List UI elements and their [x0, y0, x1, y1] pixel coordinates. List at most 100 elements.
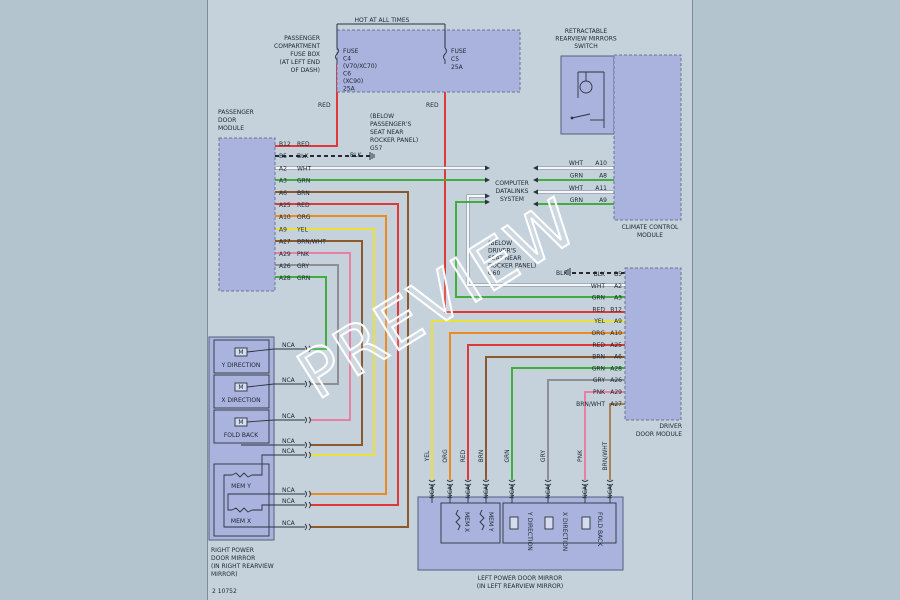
pdm-wire-color-label: BRN/WHT: [297, 239, 326, 246]
pdm-pin-label: A29: [279, 251, 291, 258]
datalink-arrow-icon: [485, 199, 490, 205]
left-nca-label: NCA: [483, 485, 490, 499]
pdm-pin-label: A6: [279, 190, 287, 197]
right-power-mirror-label-line: MIRROR): [211, 571, 238, 578]
connector-icon: [304, 451, 311, 459]
computer-datalinks-label-line: SYSTEM: [500, 196, 524, 203]
pdm-pin-label: A28: [279, 275, 291, 282]
ddm-wire-color-label: GRY: [593, 377, 605, 384]
ddm-pin-label: A2: [614, 283, 622, 290]
wire-red-pdm-a25: [275, 203, 399, 506]
connector-icon: [304, 501, 311, 509]
fuse-box: [336, 29, 521, 93]
wire-brnwht-ddm-a27: [609, 403, 625, 480]
left-nca-label: NCA: [509, 485, 516, 499]
ddm-wire-color-label: GRN: [592, 365, 605, 372]
y-direction-motor-icon-glyph: M: [238, 349, 243, 356]
ground-g60-label-line: G60: [488, 270, 500, 277]
connector-icon: [464, 479, 472, 486]
fuse-c5-icon: [443, 47, 447, 64]
wire-grn-ddm-a3: [455, 201, 625, 298]
left-wire-color-label: YEL: [424, 450, 431, 462]
passenger-door-module-label-line: PASSENGER: [218, 109, 254, 116]
datalink-arrow-icon: [485, 165, 490, 171]
climate-control-module-label-line: MODULE: [637, 232, 663, 239]
climate-control-module: [613, 54, 682, 221]
pdm-pin-label: B5: [279, 153, 287, 160]
ground-g60-label-line: SEAT NEAR: [488, 255, 521, 262]
ccm-wire-color-label: WHT: [569, 185, 583, 192]
pdm-pin-label: B12: [279, 141, 291, 148]
right-nca-label: NCA: [282, 448, 296, 455]
right-nca-label: NCA: [282, 498, 296, 505]
wire-gry-ddm-a26: [547, 379, 625, 480]
fuse-box-label-line: FUSE BOX: [290, 51, 320, 58]
fuse-box-label-line: PASSENGER: [284, 35, 320, 42]
wire-yel-pdm-a9: [275, 228, 375, 456]
ground-g57-icon: [369, 152, 375, 160]
mem-y-resistor-icon: [479, 509, 485, 531]
ddm-wire-color-label: BLK: [594, 271, 606, 278]
wire-pnk-pdm-a29: [275, 252, 351, 421]
wire-grn-ddm-a28: [511, 367, 625, 480]
wire-wht-ddm-a2: [467, 195, 625, 286]
pdm-wire-color-label: RED: [297, 202, 310, 209]
ground-g60-icon: [565, 268, 571, 276]
connector-icon: [304, 441, 311, 449]
connector-icon: [428, 479, 436, 486]
right-nca-label: NCA: [282, 520, 296, 527]
connector-icon: [482, 479, 490, 486]
datalink-arrow-icon: [533, 177, 538, 183]
fuse-c4-label-line: C6: [343, 71, 351, 78]
passenger-door-module-label-line: DOOR: [218, 117, 236, 124]
fuse-c4-icon: [335, 47, 339, 64]
connector-icon: [606, 479, 614, 486]
pdm-pin-label: A26: [279, 263, 291, 270]
ddm-pin-label: B5: [614, 271, 622, 278]
pdm-pin-label: A9: [279, 226, 287, 233]
connector-icon: [304, 490, 311, 498]
ground-g60-label-line: DRIVER'S: [488, 248, 516, 255]
computer-datalinks-label-line: COMPUTER: [495, 180, 529, 187]
datalink-arrow-icon: [485, 177, 490, 183]
ground-g57-label-line: ROCKER PANEL): [370, 137, 418, 144]
wire-label-blk-g57: BLK: [350, 152, 362, 159]
fuse-box-label-line: OF DASH): [291, 67, 320, 74]
wire-brn-ddm-a6: [485, 356, 625, 480]
ground-g60-label-line: (BELOW: [488, 240, 512, 247]
retract-switch-label-line: SWITCH: [574, 43, 598, 50]
fuse-c4-label-line: (V70/XC70): [343, 63, 377, 70]
mem-y-resistor-icon: [231, 472, 253, 478]
ccm-wire-color-label: GRN: [570, 172, 583, 179]
wire-pnk-ddm-a29: [584, 391, 625, 480]
ddm-pin-label: A27: [610, 401, 622, 408]
mem-y-label: MEM Y: [231, 483, 251, 490]
ccm-pin-label: A11: [595, 185, 607, 192]
ddm-pin-label: A25: [610, 342, 622, 349]
ddm-wire-color-label: RED: [592, 342, 605, 349]
ddm-wire-color-label: GRN: [592, 295, 605, 302]
ddm-wire-color-label: ORG: [591, 330, 605, 337]
connector-icon: [304, 416, 311, 424]
mem-x-resistor-icon: [455, 509, 461, 531]
ddm-wire-color-label: PNK: [593, 389, 606, 396]
ddm-pin-label: A26: [610, 377, 622, 384]
retract-switch: [560, 55, 615, 135]
connector-icon: [304, 345, 311, 353]
ddm-wire-color-label: RED: [592, 306, 605, 313]
pdm-pin-label: A3: [279, 178, 287, 185]
ccm-pin-label: A10: [595, 160, 607, 167]
ground-g57-label-line: G57: [370, 145, 382, 152]
left-motor-icon: [544, 516, 554, 530]
wire-red-ddm-a25: [467, 344, 625, 480]
